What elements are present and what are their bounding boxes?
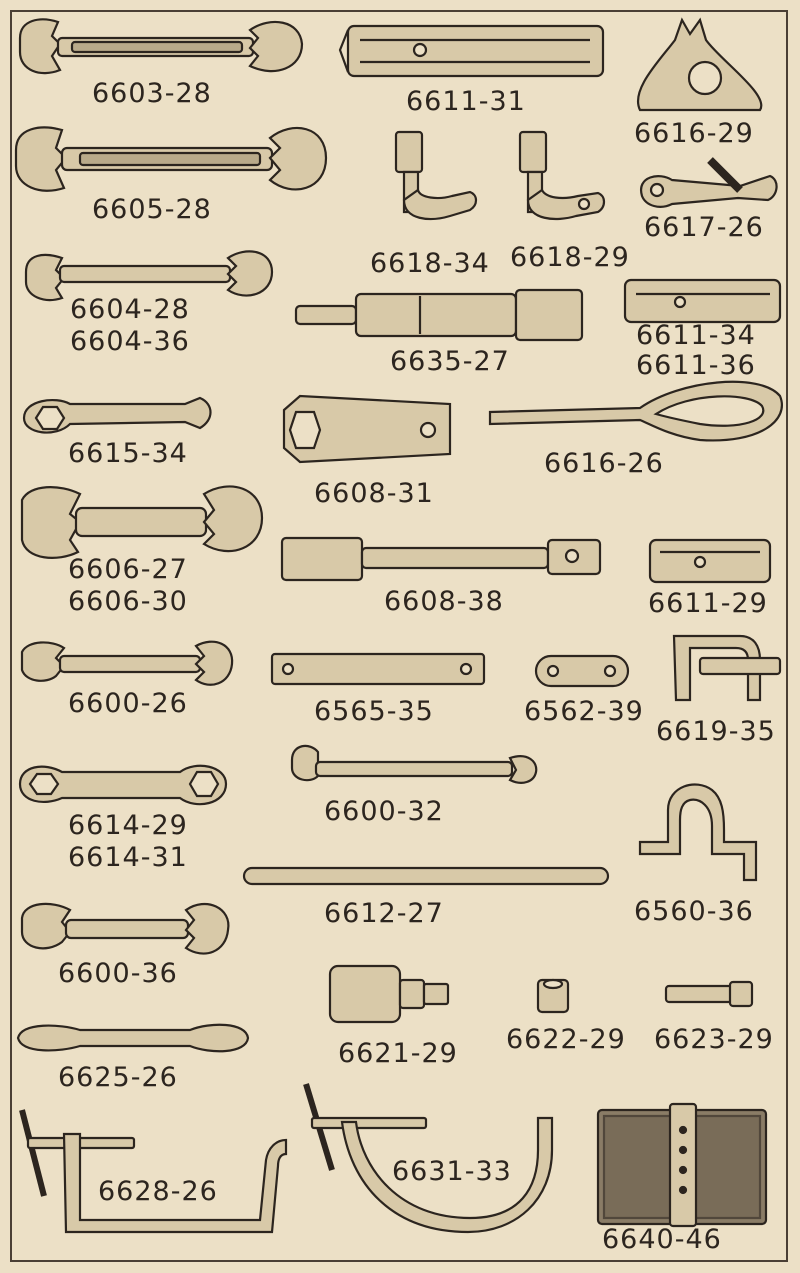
part-number-6605-28: 6605-28 [92,194,212,225]
part-number-6606-30: 6606-30 [68,586,188,617]
part-number-6617-26: 6617-26 [644,212,764,243]
tool-6618-29-image [520,132,604,219]
part-number-6611-36: 6611-36 [636,350,756,381]
part-number-6606-27: 6606-27 [68,554,188,585]
part-number-6560-36: 6560-36 [634,896,754,927]
tool-6600-32-image [292,746,536,783]
tool-6616-26-image [490,382,782,441]
part-number-6640-46: 6640-46 [602,1224,722,1255]
tool-6611-34-image [625,280,780,322]
part-number-6631-33: 6631-33 [392,1156,512,1187]
part-number-6621-29: 6621-29 [338,1038,458,1069]
part-number-6622-29: 6622-29 [506,1024,626,1055]
tool-6623-29-image [666,982,752,1006]
tool-6628-26-image [22,1110,286,1232]
part-number-6635-27: 6635-27 [390,346,510,377]
tool-6603-28-image [20,19,302,73]
part-number-6604-36: 6604-36 [70,326,190,357]
part-number-6618-34: 6618-34 [370,248,490,279]
part-number-6608-38: 6608-38 [384,586,504,617]
tool-6606-27-image [22,486,262,557]
part-number-6625-26: 6625-26 [58,1062,178,1093]
tool-6565-35-image [272,654,484,684]
part-number-6618-29: 6618-29 [510,242,630,273]
part-number-6628-26: 6628-26 [98,1176,218,1207]
part-number-6614-31: 6614-31 [68,842,188,873]
tool-6612-27-image [244,868,608,884]
part-number-6600-32: 6600-32 [324,796,444,827]
part-number-6565-35: 6565-35 [314,696,434,727]
tool-6611-31-image [340,26,603,76]
tool-6605-28-image [16,127,326,190]
tool-6562-39-image [536,656,628,686]
tool-6560-36-image [640,784,756,880]
part-number-6611-31: 6611-31 [406,86,526,117]
tool-6614-29-image [20,766,226,804]
tool-6616-29-image [638,20,761,110]
tool-6604-28-image [26,251,272,300]
part-number-6604-28: 6604-28 [70,294,190,325]
part-number-6614-29: 6614-29 [68,810,188,841]
part-number-6600-36: 6600-36 [58,958,178,989]
page-border [10,10,788,1262]
tool-6611-29-image [650,540,770,582]
tool-6621-29-image [330,966,448,1022]
part-number-6612-27: 6612-27 [324,898,444,929]
tool-6631-33-image [306,1084,552,1232]
tool-6600-36-image [22,904,228,954]
part-number-6608-31: 6608-31 [314,478,434,509]
tool-6635-27-image [296,290,582,340]
part-number-6562-39: 6562-39 [524,696,644,727]
part-number-6615-34: 6615-34 [68,438,188,469]
tool-6619-35-image [674,636,780,700]
part-number-6603-28: 6603-28 [92,78,212,109]
part-number-6616-29: 6616-29 [634,118,754,149]
part-number-6623-29: 6623-29 [654,1024,774,1055]
part-number-6619-35: 6619-35 [656,716,776,747]
tool-6625-26-image [18,1025,248,1052]
tool-6617-26-image [641,160,777,207]
tool-6618-34-image [396,132,476,219]
tool-6608-38-image [282,538,600,580]
part-number-6600-26: 6600-26 [68,688,188,719]
part-number-6611-29: 6611-29 [648,588,768,619]
tool-6622-29-image [538,980,568,1012]
tool-6615-34-image [24,398,211,433]
part-number-6616-26: 6616-26 [544,448,664,479]
part-number-6611-34: 6611-34 [636,320,756,351]
tool-6640-46-image [598,1104,766,1226]
tool-6600-26-image [22,642,232,685]
tool-6608-31-image [284,396,450,462]
